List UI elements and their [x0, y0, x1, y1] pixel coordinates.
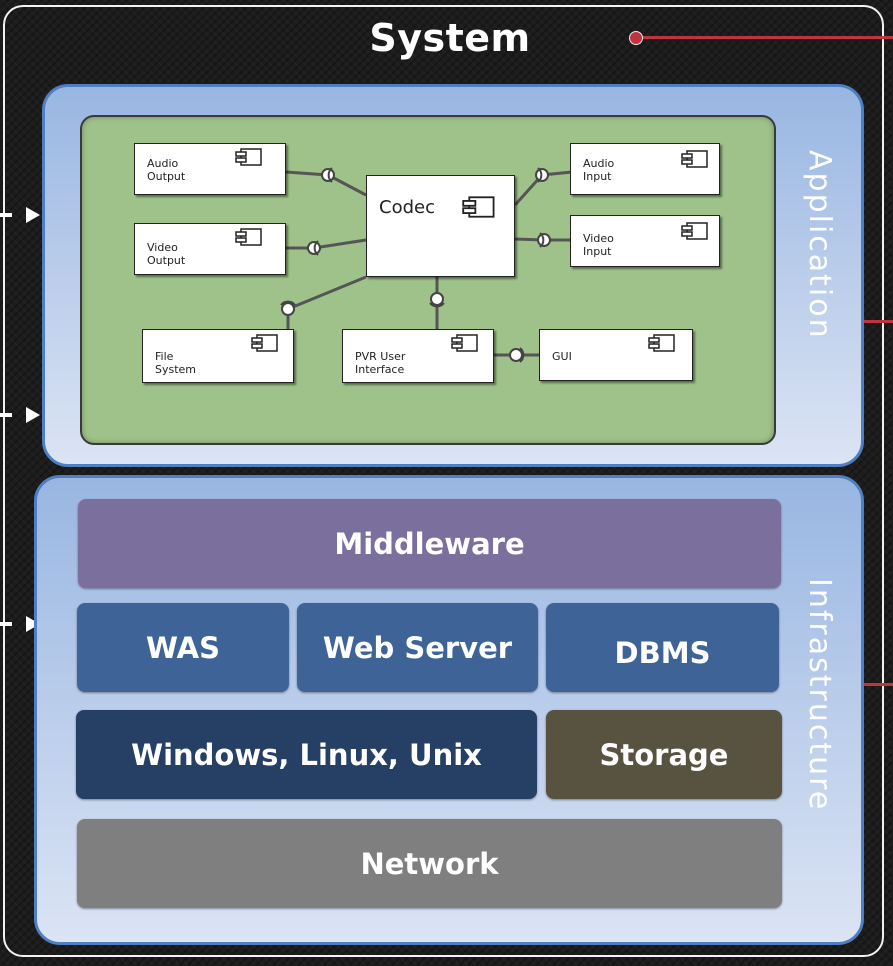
component-icon [451, 334, 478, 352]
component-icon [235, 148, 262, 166]
component-icon [235, 228, 262, 246]
component-pvr-user-interface: PVR User Interface [342, 329, 494, 383]
web-server-block: Web Server [297, 603, 538, 692]
component-label: GUI [552, 350, 572, 363]
left-arrow-tick-3 [0, 622, 12, 626]
storage-block: Storage [546, 710, 782, 799]
component-codec: Codec [366, 175, 515, 277]
system-callout-dot [629, 31, 643, 45]
system-frame [3, 5, 884, 957]
network-block: Network [77, 819, 782, 908]
infrastructure-label: Infrastructure [802, 578, 837, 812]
component-label: Audio Output [147, 157, 186, 183]
component-icon [648, 334, 675, 352]
application-label: Application [802, 150, 837, 340]
component-icon [251, 334, 278, 352]
component-file-system: File System [142, 329, 294, 383]
was-block: WAS [77, 603, 289, 692]
component-label: Video Output [147, 241, 186, 267]
component-video-output: Video Output [134, 223, 286, 275]
component-audio-input: Audio Input [570, 143, 720, 195]
component-label: File System [155, 350, 197, 376]
component-label: Audio Input [583, 157, 615, 183]
infrastructure-callout-line [850, 683, 893, 686]
left-arrow-tick-1 [0, 213, 12, 217]
system-callout-line [636, 36, 893, 39]
left-arrow-1 [26, 207, 40, 223]
left-arrow-tick-2 [0, 413, 12, 417]
dbms-block: DBMS [546, 603, 779, 692]
component-audio-output: Audio Output [134, 143, 286, 195]
application-callout-line [850, 320, 893, 323]
component-video-input: Video Input [570, 215, 720, 267]
os-block: Windows, Linux, Unix [76, 710, 537, 799]
component-label: Video Input [583, 232, 614, 258]
component-diagram: Audio Output Video Output Codec Audio In… [80, 115, 776, 445]
component-icon [681, 150, 708, 168]
system-title: System [369, 16, 531, 60]
component-label: PVR User Interface [355, 350, 406, 376]
component-gui: GUI [539, 329, 693, 381]
middleware-block: Middleware [78, 499, 781, 588]
component-icon [681, 222, 708, 240]
connector-lines [280, 167, 573, 363]
component-icon [462, 196, 495, 218]
left-arrow-2 [26, 407, 40, 423]
component-label: Codec [379, 197, 435, 218]
